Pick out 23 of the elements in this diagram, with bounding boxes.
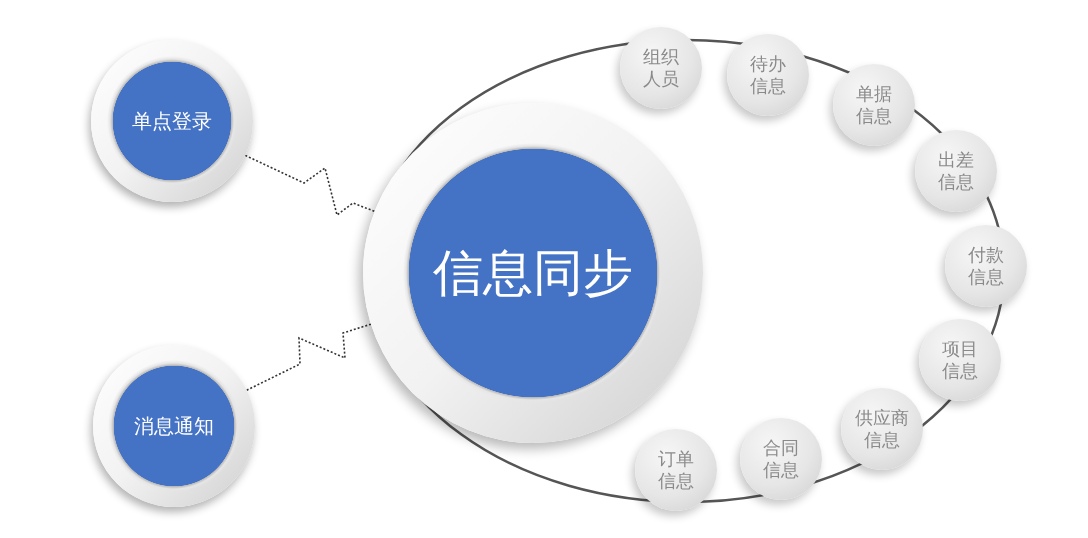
small-circle-node [841,388,923,470]
small-circle-node [635,429,717,511]
node-label: 合同信息 [763,437,799,481]
node-label: 单据信息 [856,83,892,127]
node-label: 出差信息 [938,149,974,193]
node-label: 信息同步 [433,243,633,303]
small-circle-node [919,319,1001,401]
node-label: 订单信息 [658,448,694,492]
dotted-connector [245,323,372,391]
node-label: 付款信息 [968,244,1004,288]
small-circle-node [727,34,809,116]
node-label: 组织人员 [643,46,679,90]
node-label: 项目信息 [942,338,978,382]
small-circle-node [620,27,702,109]
node-label: 待办信息 [750,53,786,97]
node-label: 供应商信息 [855,407,909,451]
small-circle-node [915,130,997,212]
node-label: 单点登录 [132,109,212,133]
small-circle-node [945,225,1027,307]
node-label: 消息通知 [134,414,214,438]
small-circle-node [740,418,822,500]
small-circle-node [833,64,915,146]
dotted-connector [244,154,376,217]
